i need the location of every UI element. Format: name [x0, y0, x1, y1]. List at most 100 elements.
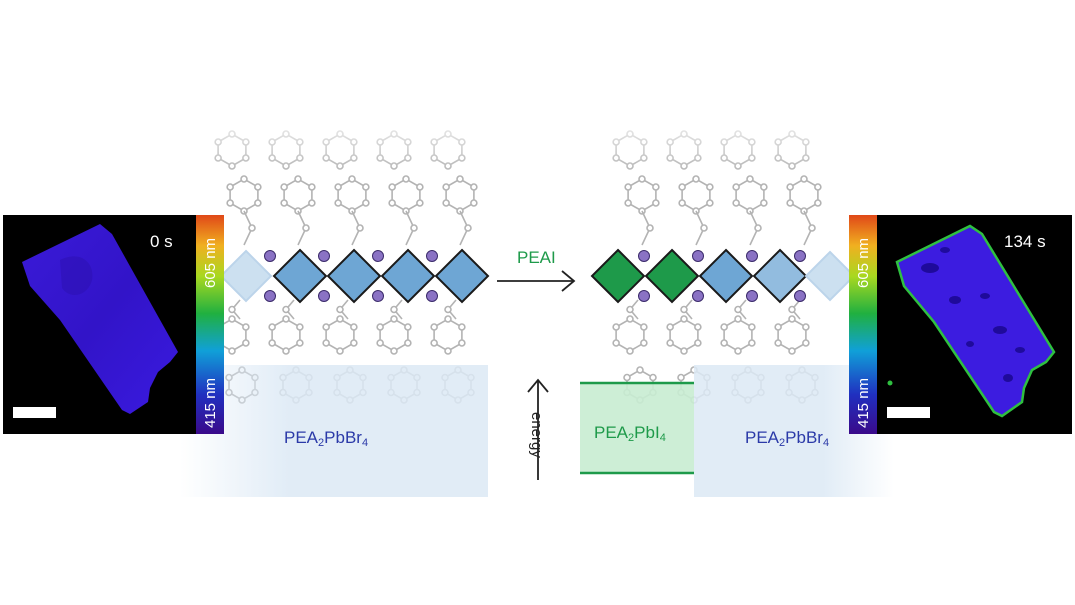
phenyl-ring — [271, 318, 301, 352]
carbon-atom — [802, 323, 810, 331]
carbon-atom — [748, 339, 756, 347]
micrograph-left — [3, 215, 224, 434]
carbon-atom — [402, 175, 410, 183]
nitrogen-atom-bottom — [264, 290, 276, 302]
carbon-atom — [442, 199, 450, 207]
carbon-atom — [774, 323, 782, 331]
nitrogen-atom-top — [372, 250, 384, 262]
carbon-atom — [350, 339, 358, 347]
carbon-atom — [282, 315, 290, 323]
carbon-atom — [308, 183, 316, 191]
phenyl-ring — [615, 318, 645, 352]
carbon-atom — [228, 315, 236, 323]
carbon-atom — [322, 323, 330, 331]
carbon-atom — [456, 175, 464, 183]
carbon-atom — [336, 347, 344, 355]
band-label-right: PEA2PbBr4 — [745, 428, 830, 449]
chain-atom — [390, 305, 398, 314]
colorbar-right — [849, 215, 877, 434]
crystal-left-shading — [60, 256, 93, 295]
carbon-atom — [458, 323, 466, 331]
carbon-atom — [636, 366, 644, 374]
carbon-atom — [296, 339, 304, 347]
chain-atom — [808, 224, 816, 232]
carbon-atom — [458, 339, 466, 347]
carbon-atom — [694, 339, 702, 347]
octahedra-row-left — [219, 248, 490, 304]
carbon-atom — [760, 199, 768, 207]
carbon-atom — [788, 315, 796, 323]
nitrogen-atom-top — [426, 250, 438, 262]
carbon-atom — [734, 347, 742, 355]
carbon-atom — [226, 183, 234, 191]
carbon-atom — [444, 347, 452, 355]
chain-atom — [356, 224, 364, 232]
chain-atom — [410, 224, 418, 232]
carbon-atom — [416, 199, 424, 207]
micrograph-right — [849, 215, 1072, 434]
band-label-left: PEA2PbBr4 — [284, 428, 369, 449]
chain-atom — [700, 224, 708, 232]
chain-atom — [336, 305, 344, 314]
nitrogen-atom-bottom — [692, 290, 704, 302]
phenyl-ring — [789, 178, 819, 212]
time-label-right: 134 s — [1004, 232, 1046, 251]
carbon-atom — [720, 339, 728, 347]
carbon-atom — [254, 199, 262, 207]
carbon-atom — [624, 183, 632, 191]
carbon-atom — [376, 323, 384, 331]
carbon-atom — [228, 347, 236, 355]
carbon-atom — [226, 199, 234, 207]
nitrogen-atom-top — [794, 250, 806, 262]
carbon-atom — [334, 199, 342, 207]
carbon-atom — [444, 315, 452, 323]
carbon-atom — [666, 339, 674, 347]
nitrogen-atom-top — [264, 250, 276, 262]
nitrogen-atom-bottom — [372, 290, 384, 302]
chain-atom — [444, 305, 452, 314]
phenyl-ring — [735, 178, 765, 212]
octahedron — [698, 248, 754, 304]
carbon-atom — [268, 323, 276, 331]
colorbar-left-top-label: 605 nm — [202, 237, 219, 288]
carbon-atom — [430, 339, 438, 347]
carbon-atom — [746, 175, 754, 183]
carbon-atom — [362, 183, 370, 191]
chain-atom — [754, 224, 762, 232]
carbon-atom — [334, 183, 342, 191]
chain-atom — [302, 224, 310, 232]
nitrogen-atom-top — [692, 250, 704, 262]
phenyl-ring — [229, 178, 259, 212]
carbon-atom — [649, 373, 657, 382]
carbon-atom — [732, 199, 740, 207]
colorbar-left — [196, 215, 224, 434]
carbon-atom — [680, 347, 688, 355]
scale-bar-left — [13, 407, 56, 418]
lattice-fade-left — [190, 105, 510, 175]
carbon-atom — [294, 175, 302, 183]
carbon-atom — [623, 373, 631, 382]
octahedron — [752, 248, 808, 304]
band-diagram — [180, 363, 894, 499]
carbon-atom — [692, 175, 700, 183]
carbon-atom — [732, 183, 740, 191]
nitrogen-atom-bottom — [746, 290, 758, 302]
carbon-atom — [348, 175, 356, 183]
carbon-atom — [350, 323, 358, 331]
octahedron — [272, 248, 328, 304]
carbon-atom — [322, 339, 330, 347]
carbon-atom — [774, 339, 782, 347]
carbon-atom — [388, 183, 396, 191]
energy-axis-label: energy — [528, 412, 545, 458]
crystal-right-pits — [921, 247, 1025, 382]
octahedra-row-right — [590, 248, 856, 304]
octahedron — [804, 250, 856, 302]
carbon-atom — [242, 323, 250, 331]
chain-atom — [788, 305, 796, 314]
carbon-atom — [242, 339, 250, 347]
carbon-atom — [748, 323, 756, 331]
carbon-atom — [814, 183, 822, 191]
ammonium-atoms — [264, 250, 806, 302]
carbon-atom — [470, 183, 478, 191]
